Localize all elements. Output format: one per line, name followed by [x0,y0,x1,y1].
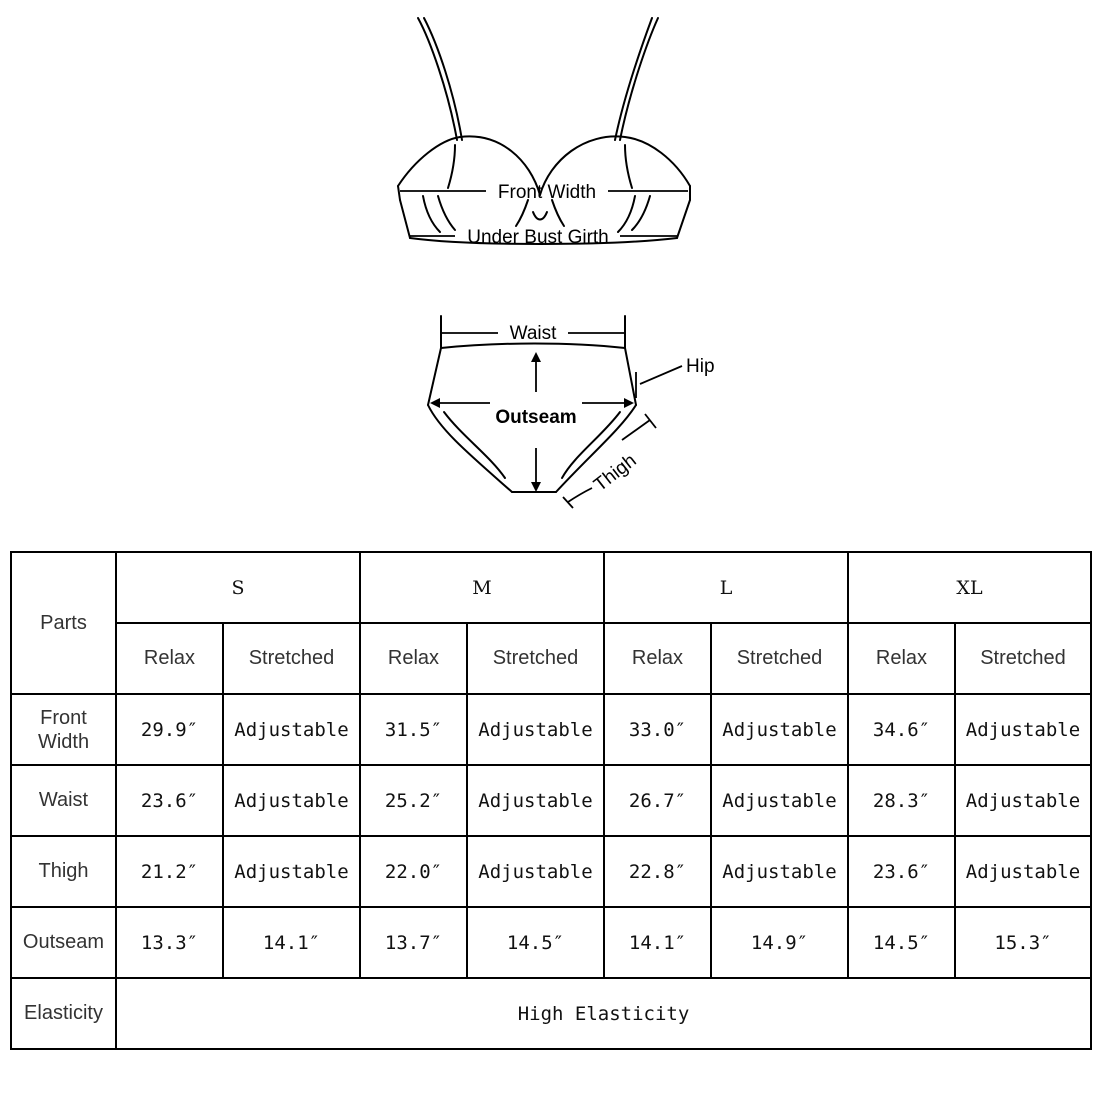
sub-header-relax: Relax [359,622,468,695]
outseam-label: Outseam [495,407,576,428]
table-cell: Adjustable [954,835,1092,908]
table-cell: 13.3″ [115,906,224,979]
table-cell: Adjustable [222,835,361,908]
table-cell: 29.9″ [115,693,224,766]
table-cell: 34.6″ [847,693,956,766]
table-cell: 33.0″ [603,693,712,766]
table-row: Elasticity High Elasticity [10,977,1092,1050]
row-label-thigh: Thigh [10,835,117,908]
under-bust-girth-label: Under Bust Girth [467,227,609,248]
row-label-elasticity: Elasticity [10,977,117,1050]
measurement-diagram: Front Width Under Bust Girth Waist Hip O… [397,17,715,509]
table-cell: 23.6″ [847,835,956,908]
table-cell: 14.1″ [222,906,361,979]
sub-header-relax: Relax [847,622,956,695]
table-cell: 13.7″ [359,906,468,979]
front-width-label: Front Width [498,182,596,203]
table-cell: Adjustable [222,764,361,837]
table-cell: 15.3″ [954,906,1092,979]
thigh-label: Thigh [590,450,640,496]
row-label-front-width: Front Width [10,693,117,766]
table-cell: Adjustable [954,693,1092,766]
table-cell: 14.1″ [603,906,712,979]
brief-illustration [427,315,637,493]
table-row: Outseam 13.3″ 14.1″ 13.7″ 14.5″ 14.1″ 14… [10,906,1092,979]
table-cell: 25.2″ [359,764,468,837]
size-chart-table: Parts S M L XL Relax Stretched Relax Str… [10,551,1092,1050]
bra-illustration [397,17,691,245]
elasticity-value: High Elasticity [115,977,1092,1050]
table-cell: Adjustable [466,764,605,837]
hip-line [430,365,683,408]
table-row: Thigh 21.2″ Adjustable 22.0″ Adjustable … [10,835,1092,908]
table-cell: 31.5″ [359,693,468,766]
table-cell: Adjustable [954,764,1092,837]
table-cell: 22.0″ [359,835,468,908]
table-cell: 26.7″ [603,764,712,837]
sub-header-stretched: Stretched [466,622,605,695]
row-label-outseam: Outseam [10,906,117,979]
table-cell: Adjustable [710,764,849,837]
sub-header-relax: Relax [603,622,712,695]
table-cell: Adjustable [710,693,849,766]
sub-header-stretched: Stretched [710,622,849,695]
row-label-waist: Waist [10,764,117,837]
sub-header-stretched: Stretched [222,622,361,695]
table-row: Waist 23.6″ Adjustable 25.2″ Adjustable … [10,764,1092,837]
table-cell: 22.8″ [603,835,712,908]
table-cell: 28.3″ [847,764,956,837]
table-cell: 23.6″ [115,764,224,837]
sub-header-relax: Relax [115,622,224,695]
table-row: Front Width 29.9″ Adjustable 31.5″ Adjus… [10,693,1092,766]
size-header-s: S [115,551,361,624]
sub-header-stretched: Stretched [954,622,1092,695]
table-cell: 14.5″ [466,906,605,979]
thigh-line [562,413,657,509]
table-cell: Adjustable [222,693,361,766]
table-cell: 14.9″ [710,906,849,979]
hip-label: Hip [686,356,715,377]
waist-label: Waist [510,323,558,344]
table-cell: 14.5″ [847,906,956,979]
table-cell: Adjustable [466,835,605,908]
parts-header: Parts [10,551,117,695]
size-header-l: L [603,551,849,624]
table-cell: Adjustable [710,835,849,908]
table-cell: Adjustable [466,693,605,766]
size-header-xl: XL [847,551,1092,624]
table-cell: 21.2″ [115,835,224,908]
size-header-m: M [359,551,605,624]
